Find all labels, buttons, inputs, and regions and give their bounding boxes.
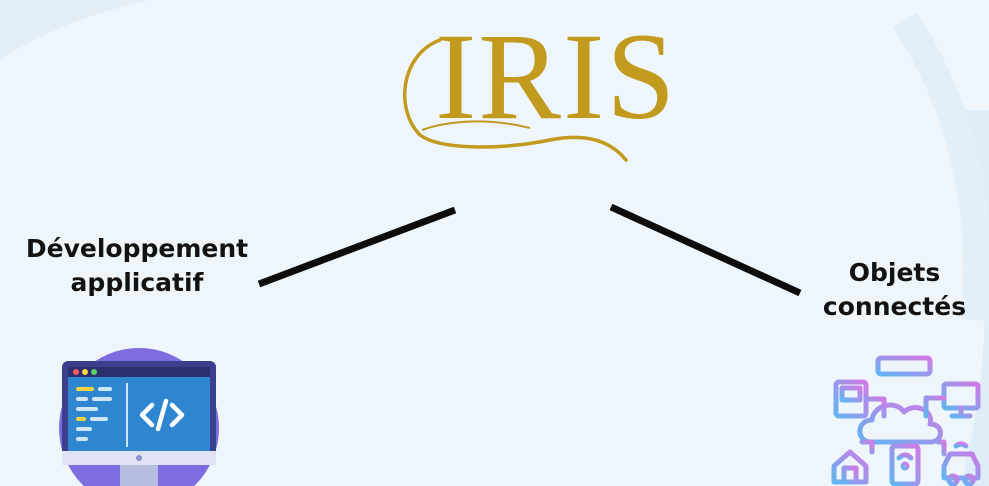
iris-logo: IRIS	[402, 8, 677, 162]
label-line: connectés	[822, 292, 967, 321]
label-line: Développement	[25, 234, 249, 263]
branch-label-development: Développement applicatif	[2, 232, 272, 300]
label-line: applicatif	[70, 268, 204, 297]
branch-label-iot: Objets connectés	[800, 256, 989, 324]
logo-text: IRIS	[435, 8, 677, 145]
iot-network-icon	[831, 355, 981, 486]
label-line: Objets	[848, 258, 941, 287]
logo-flourish	[402, 38, 628, 162]
branch-line-left	[257, 206, 457, 288]
code-monitor-icon	[59, 348, 219, 486]
branch-line-right	[609, 203, 802, 297]
